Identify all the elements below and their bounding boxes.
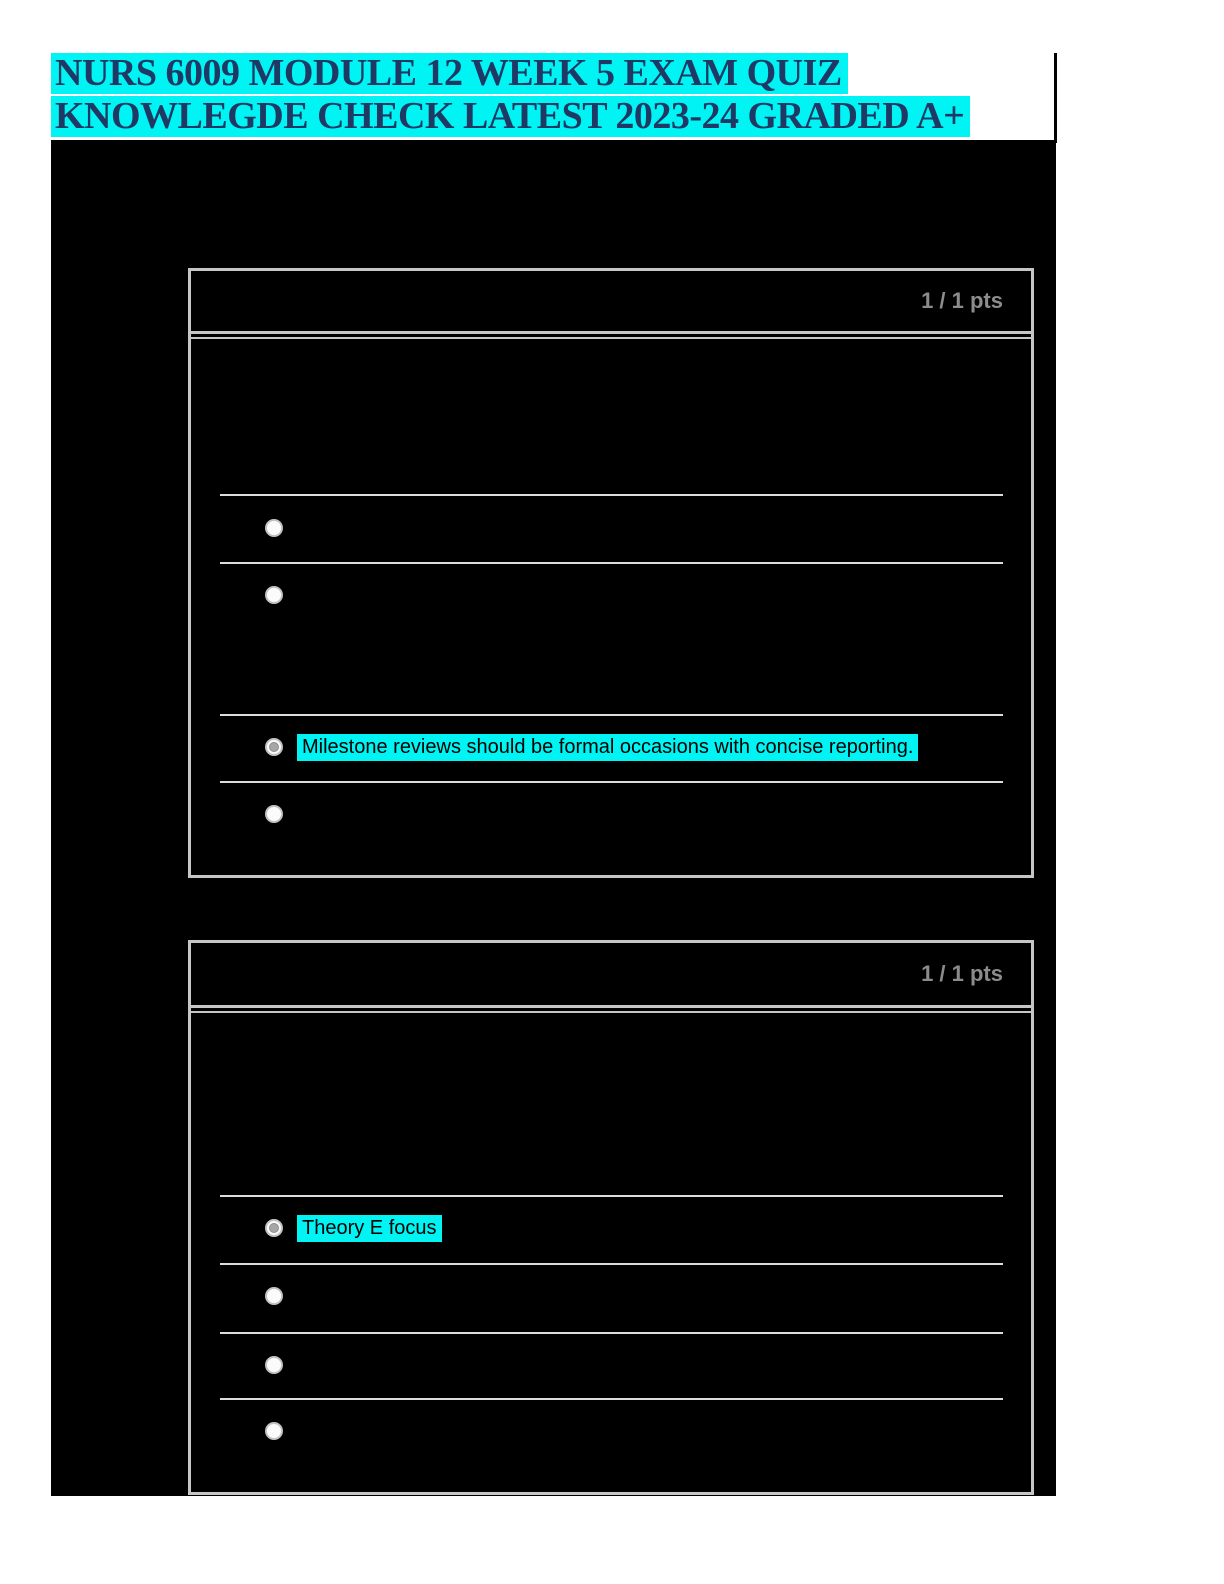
question-card-2: 1 / 1 pts Theory E focus [188, 940, 1034, 1495]
question-1-points-badge: 1 / 1 pts [921, 288, 1003, 313]
document-title-line2: KNOWLEGDE CHECK LATEST 2023-24 GRADED A+ [51, 96, 971, 137]
question-2-points-badge: 1 / 1 pts [921, 961, 1003, 986]
radio-button-icon[interactable] [265, 1422, 283, 1440]
question-2-text-area [191, 1013, 1031, 1195]
radio-button-icon[interactable] [265, 1287, 283, 1305]
header-divider-gap [191, 334, 1031, 337]
radio-dot-icon [269, 1223, 279, 1233]
radio-button-icon[interactable] [265, 1356, 283, 1374]
answer-row: Theory E focus [191, 1197, 1031, 1263]
answer-row: Milestone reviews should be formal occas… [191, 716, 1031, 781]
radio-button-selected-icon[interactable] [265, 1219, 283, 1237]
question-1-body: Milestone reviews should be formal occas… [191, 337, 1031, 875]
answer-divider [220, 562, 1003, 564]
question-card-1: 1 / 1 pts Milestone reviews should be fo… [188, 268, 1034, 878]
answer-divider [220, 1263, 1003, 1265]
radio-dot-icon [269, 742, 279, 752]
answer-divider [220, 714, 1003, 716]
question-1-text-area [191, 339, 1031, 494]
answer-option-text-highlighted: Milestone reviews should be formal occas… [297, 734, 919, 761]
question-1-header: 1 / 1 pts [191, 271, 1031, 334]
answer-divider [220, 1332, 1003, 1334]
document-title-line1: NURS 6009 MODULE 12 WEEK 5 EXAM QUIZ [51, 53, 848, 94]
header-divider-gap [191, 1008, 1031, 1011]
radio-button-icon[interactable] [265, 519, 283, 537]
radio-button-icon[interactable] [265, 805, 283, 823]
answer-row [191, 783, 1031, 875]
radio-button-icon[interactable] [265, 586, 283, 604]
page-frame-rule [1054, 53, 1057, 143]
question-2-header: 1 / 1 pts [191, 943, 1031, 1008]
answer-divider [220, 1398, 1003, 1400]
answer-row [191, 1400, 1031, 1492]
question-2-body: Theory E focus [191, 1011, 1031, 1492]
answer-option-text-highlighted: Theory E focus [297, 1215, 442, 1242]
answer-row [191, 564, 1031, 714]
answer-divider [220, 494, 1003, 496]
answer-row [191, 1334, 1031, 1398]
answer-row [191, 496, 1031, 562]
answer-divider [220, 1195, 1003, 1197]
radio-button-selected-icon[interactable] [265, 738, 283, 756]
document-title: NURS 6009 MODULE 12 WEEK 5 EXAM QUIZ KNO… [51, 53, 971, 137]
answer-divider [220, 781, 1003, 783]
answer-row [191, 1265, 1031, 1332]
